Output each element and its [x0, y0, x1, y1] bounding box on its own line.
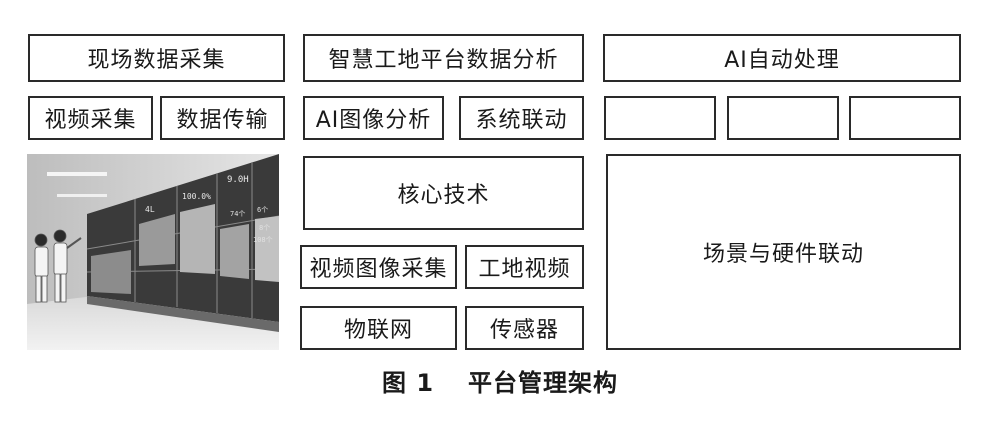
box-video-collection: 视频采集 — [28, 96, 153, 140]
photo-readout: 8个 — [259, 224, 270, 232]
figure-title: 平台管理架构 — [468, 368, 619, 397]
empty-box-1 — [604, 96, 716, 140]
box-sensor: 传感器 — [465, 306, 584, 350]
photo-readout: 4L — [145, 205, 155, 214]
box-data-transmission: 数据传输 — [160, 96, 285, 140]
control-room-photo: 100.0% 9.0H 74个 6个 108个 8个 4L — [27, 154, 279, 350]
header-ai-auto-processing: AI自动处理 — [603, 34, 961, 82]
photo-readout: 6个 — [257, 206, 268, 214]
figure-caption: 图 1 平台管理架构 — [0, 362, 1000, 398]
box-video-image-collection: 视频图像采集 — [300, 245, 457, 289]
control-room-photo-image: 100.0% 9.0H 74个 6个 108个 8个 4L — [27, 154, 279, 350]
empty-box-3 — [849, 96, 961, 140]
header-onsite-data-collection: 现场数据采集 — [28, 34, 285, 82]
box-ai-image-analysis: AI图像分析 — [303, 96, 444, 140]
photo-readout: 108个 — [253, 236, 273, 244]
box-system-linkage: 系统联动 — [459, 96, 584, 140]
empty-box-2 — [727, 96, 839, 140]
photo-readout: 100.0% — [182, 192, 211, 201]
photo-readout: 74个 — [230, 210, 245, 218]
box-core-technology: 核心技术 — [303, 156, 584, 230]
header-smart-site-data-analysis: 智慧工地平台数据分析 — [303, 34, 584, 82]
box-scene-hardware-linkage: 场景与硬件联动 — [606, 154, 961, 350]
figure-number: 图 1 — [381, 368, 435, 397]
photo-readout: 9.0H — [227, 175, 249, 185]
box-site-video: 工地视频 — [465, 245, 584, 289]
box-iot: 物联网 — [300, 306, 457, 350]
